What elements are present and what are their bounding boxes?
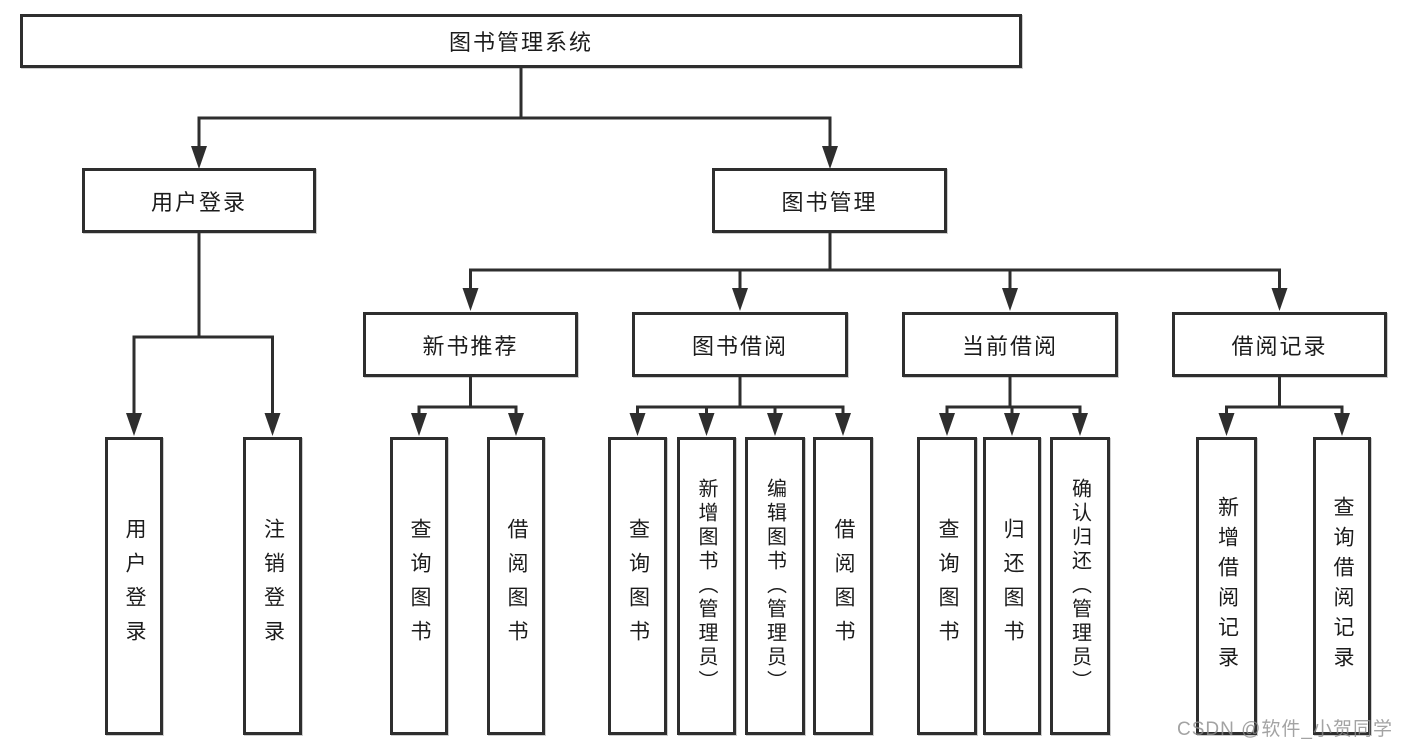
leaf-newbooks-borrow: 借阅图书 <box>487 437 545 735</box>
node-root: 图书管理系统 <box>20 14 1022 68</box>
node-current-borrow: 当前借阅 <box>902 312 1118 377</box>
node-borrow-records: 借阅记录 <box>1172 312 1387 377</box>
connector-book-mgmt-to-level3 <box>462 233 1288 311</box>
leaf-bookborrow-add: 新增图书（管理员） <box>677 437 736 735</box>
leaf-records-add: 新增借阅记录 <box>1196 437 1257 735</box>
node-new-books-label: 新书推荐 <box>422 333 519 359</box>
leaf-currentborrow-search-label: 查询图书 <box>936 518 959 654</box>
leaf-currentborrow-search: 查询图书 <box>917 437 977 735</box>
leaf-records-add-label: 新增借阅记录 <box>1215 496 1239 676</box>
node-book-borrow-label: 图书借阅 <box>691 333 788 359</box>
leaf-currentborrow-return: 归还图书 <box>983 437 1041 735</box>
leaf-bookborrow-edit-label: 编辑图书（管理员） <box>763 478 786 694</box>
node-book-mgmt: 图书管理 <box>712 168 947 233</box>
connector-current-borrow-to-leaves <box>939 377 1088 436</box>
leaf-logout: 注销登录 <box>243 437 302 735</box>
node-user-login: 用户登录 <box>82 168 316 233</box>
node-user-login-label: 用户登录 <box>150 189 247 215</box>
leaf-user-login-label: 用户登录 <box>123 518 146 654</box>
leaf-bookborrow-search: 查询图书 <box>608 437 667 735</box>
leaf-bookborrow-borrow: 借阅图书 <box>813 437 873 735</box>
node-borrow-records-label: 借阅记录 <box>1231 333 1328 359</box>
connector-book-borrow-to-leaves <box>629 377 851 436</box>
leaf-logout-label: 注销登录 <box>261 518 285 654</box>
node-current-borrow-label: 当前借阅 <box>961 333 1058 359</box>
leaf-currentborrow-confirm: 确认归还（管理员） <box>1050 437 1110 735</box>
node-new-books: 新书推荐 <box>363 312 578 377</box>
leaf-currentborrow-return-label: 归还图书 <box>1001 518 1024 654</box>
leaf-user-login: 用户登录 <box>105 437 163 735</box>
leaf-records-search: 查询借阅记录 <box>1313 437 1371 735</box>
leaf-records-search-label: 查询借阅记录 <box>1331 496 1354 676</box>
connector-new-books-to-leaves <box>411 377 524 436</box>
node-root-label: 图书管理系统 <box>448 30 593 55</box>
node-book-mgmt-label: 图书管理 <box>781 189 878 215</box>
leaf-currentborrow-confirm-label: 确认归还（管理员） <box>1068 478 1091 694</box>
leaf-newbooks-search: 查询图书 <box>390 437 448 735</box>
node-book-borrow: 图书借阅 <box>632 312 848 377</box>
leaf-bookborrow-search-label: 查询图书 <box>626 518 650 654</box>
connector-borrow-records-to-leaves <box>1218 377 1350 436</box>
connector-root-to-level2 <box>191 68 838 169</box>
leaf-newbooks-borrow-label: 借阅图书 <box>505 518 528 654</box>
leaf-bookborrow-borrow-label: 借阅图书 <box>832 518 855 654</box>
connector-user-login-to-leaves <box>126 233 281 436</box>
leaf-bookborrow-edit: 编辑图书（管理员） <box>745 437 805 735</box>
leaf-bookborrow-add-label: 新增图书（管理员） <box>695 478 717 694</box>
leaf-newbooks-search-label: 查询图书 <box>408 518 431 654</box>
